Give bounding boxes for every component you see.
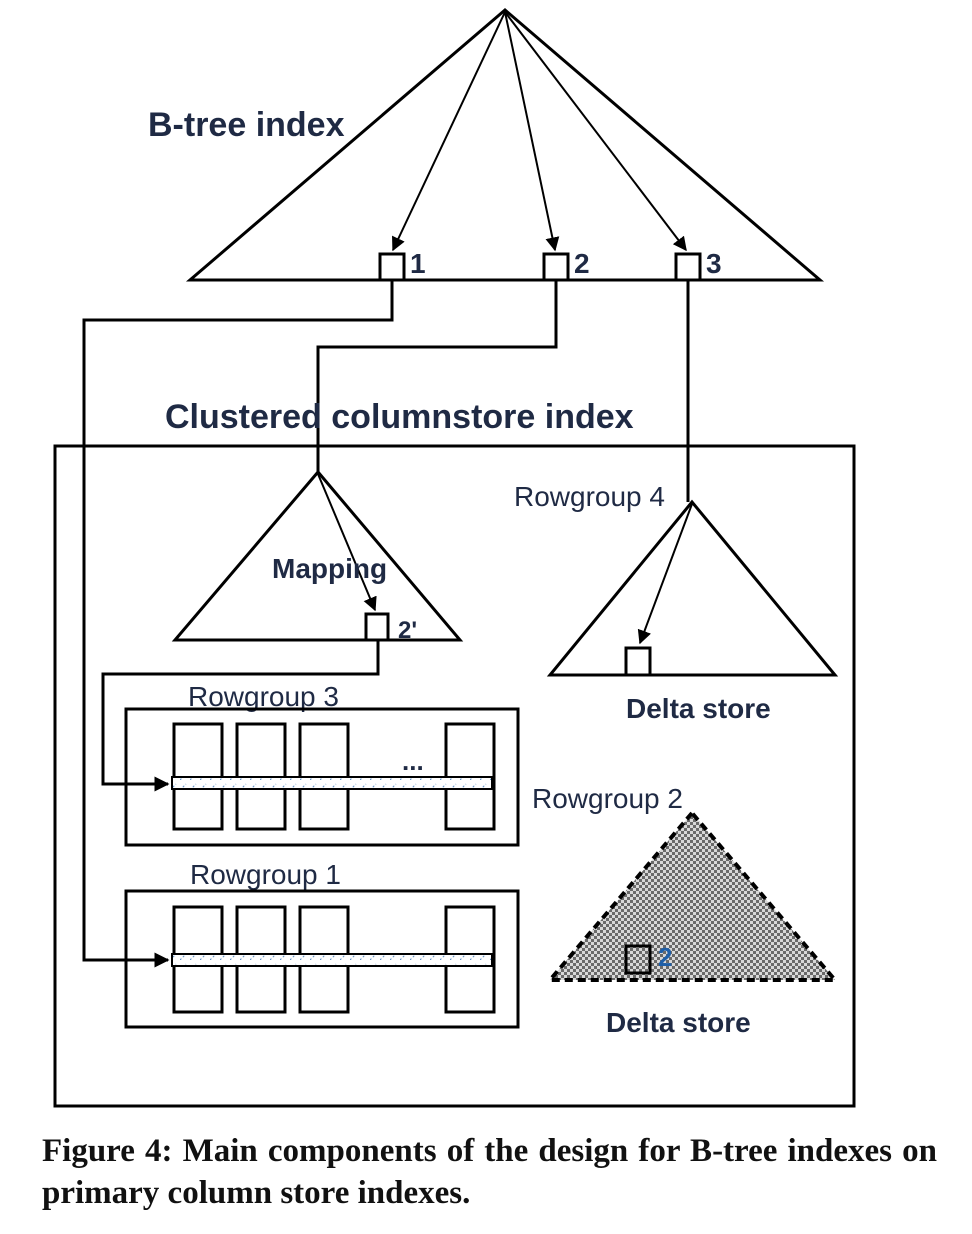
mapping-label: Mapping: [272, 553, 387, 584]
rowgroup-1-box: [124, 889, 520, 1029]
btree-entry-2: [542, 252, 570, 282]
clustered-columnstore-label: Clustered columnstore index: [165, 398, 634, 436]
figure-caption: Figure 4: Main components of the design …: [42, 1133, 937, 1211]
btree-arrow-1: [392, 11, 506, 252]
connector-entry-2-to-mapping: [316, 280, 558, 472]
btree-entry-3-label: 3: [706, 248, 722, 279]
delta-store-arrow: [637, 503, 693, 645]
delta-store-bottom-label: Delta store: [606, 1007, 751, 1038]
delta-store-top-label: Delta store: [626, 693, 771, 724]
mapping-entry: [364, 612, 390, 642]
rowgroup-3-box: [124, 707, 520, 847]
rowgroup-3-row: [171, 776, 493, 790]
connector-entry-1-to-rowgroup-1: [82, 280, 394, 968]
delta-store-bottom-entry-label: 2: [658, 942, 672, 972]
delta-store-triangle-top: [546, 499, 839, 677]
rowgroup-1-row: [171, 953, 493, 967]
delta-store-triangle-bottom: [545, 809, 840, 982]
btree-entry-1: [378, 252, 406, 282]
delta-store-entry: [624, 646, 652, 677]
btree-arrow-2: [504, 11, 560, 252]
delta-store-bottom-entry: [624, 944, 652, 975]
btree-index-label: B-tree index: [148, 106, 345, 144]
rowgroup-2-label: Rowgroup 2: [532, 783, 683, 814]
btree-entry-2-label: 2: [574, 248, 590, 279]
rowgroup-3-ellipsis: ...: [402, 746, 424, 776]
rowgroup-1-label: Rowgroup 1: [190, 859, 341, 890]
btree-entry-1-label: 1: [410, 248, 426, 279]
btree-arrow-3: [504, 11, 687, 252]
mapping-arrow: [317, 473, 377, 612]
rowgroup-3-label: Rowgroup 3: [188, 681, 339, 712]
btree-triangle: [185, 8, 825, 282]
rowgroup-4-label: Rowgroup 4: [514, 481, 665, 512]
columnstore-container: [53, 444, 856, 1108]
mapping-entry-label: 2': [398, 617, 417, 644]
mapping-triangle: [171, 469, 464, 642]
btree-entry-3: [674, 252, 702, 282]
